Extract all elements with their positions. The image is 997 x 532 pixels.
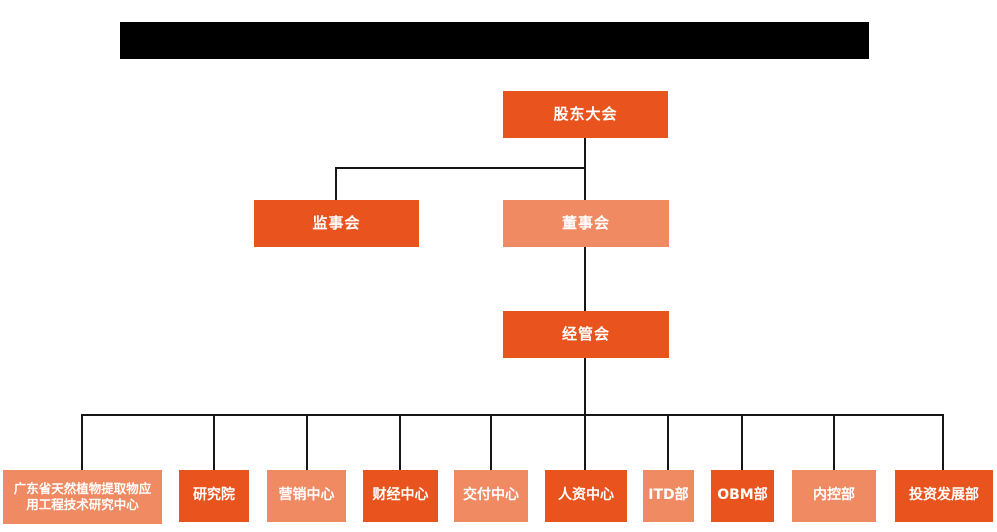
connector-line [490,414,492,470]
org-node-delivery-center: 交付中心 [454,470,528,522]
org-node-supervisory-board: 监事会 [254,200,419,247]
connector-line [584,138,586,200]
org-node-finance-center: 财经中心 [363,470,438,522]
org-node-research-institute: 研究院 [179,470,249,522]
connector-line [667,414,669,470]
connector-line [213,414,215,470]
connector-line [82,414,944,416]
org-node-itd-dept: ITD部 [643,470,694,522]
connector-line [81,414,83,470]
org-node-investment-development-dept: 投资发展部 [895,470,993,522]
connector-line [306,414,308,470]
org-node-internal-control-dept: 内控部 [792,470,876,522]
connector-line [335,167,337,200]
redacted-title-bar [120,22,869,59]
org-node-research-center: 广东省天然植物提取物应 用工程技术研究中心 [3,470,162,524]
org-node-management-committee: 经管会 [503,311,669,358]
connector-line [584,247,586,311]
connector-line [335,167,586,169]
org-node-obm-dept: OBM部 [711,470,774,522]
connector-line [833,414,835,470]
connector-line [741,414,743,470]
org-node-marketing-center: 营销中心 [267,470,346,522]
org-node-shareholders-meeting: 股东大会 [503,91,668,138]
org-node-hr-center: 人资中心 [545,470,627,522]
connector-line [399,414,401,470]
connector-line [942,414,944,470]
org-node-board-of-directors: 董事会 [503,200,669,247]
